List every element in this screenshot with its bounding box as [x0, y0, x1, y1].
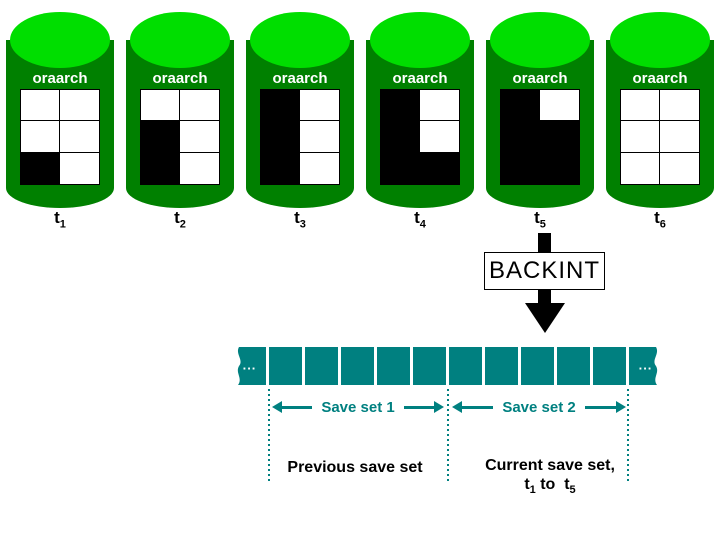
fill-state-grid — [380, 89, 460, 185]
grid-cell — [261, 152, 300, 184]
tape-segment — [269, 347, 302, 385]
grid-cell — [21, 152, 60, 184]
volume-label: oraarch — [392, 70, 448, 87]
cylinder-top — [490, 12, 590, 68]
cylinder-top — [610, 12, 710, 68]
fill-state-grid — [20, 89, 100, 185]
previous-save-set-caption: Previous save set — [287, 459, 423, 476]
volume-label: oraarch — [152, 70, 208, 87]
grid-cell — [60, 121, 99, 153]
disk-cylinder-t2: oraarch t2 — [125, 12, 235, 234]
grid-cell — [540, 121, 579, 153]
grid-cell — [180, 152, 219, 184]
disk-cylinder-t1: oraarch t1 — [5, 12, 115, 234]
volume-label: oraarch — [632, 70, 688, 87]
fill-state-grid — [260, 89, 340, 185]
grid-cell — [21, 90, 60, 122]
grid-cell — [501, 90, 540, 122]
grid-cell — [141, 90, 180, 122]
grid-cell — [21, 121, 60, 153]
ellipsis-label: ... — [638, 357, 653, 373]
time-label: t1 — [54, 208, 66, 231]
volume-label: oraarch — [512, 70, 568, 87]
grid-cell — [660, 121, 699, 153]
grid-cell — [141, 152, 180, 184]
arrow-right-icon — [616, 401, 627, 413]
tape-strip: ...... — [233, 347, 662, 385]
backint-arrowhead-icon — [525, 303, 565, 333]
grid-cell — [420, 121, 459, 153]
grid-cell — [60, 90, 99, 122]
grid-cell — [420, 90, 459, 122]
grid-cell — [60, 152, 99, 184]
backint-box: BACKINT — [484, 252, 605, 290]
save-set-1-span: Save set 1 — [272, 398, 445, 416]
time-range: t1 to t5 — [524, 476, 576, 497]
grid-cell — [381, 121, 420, 153]
cylinder-top — [370, 12, 470, 68]
grid-cell — [381, 152, 420, 184]
cylinder-top — [10, 12, 110, 68]
saveset-boundary-right — [627, 389, 629, 481]
volume-label: oraarch — [32, 70, 88, 87]
grid-cell — [300, 152, 339, 184]
tape-end-left: ... — [233, 347, 266, 385]
arrow-right-icon — [434, 401, 445, 413]
ellipsis-label: ... — [242, 357, 257, 373]
grid-cell — [180, 121, 219, 153]
save-set-2-label: Save set 2 — [502, 398, 576, 416]
grid-cell — [540, 152, 579, 184]
grid-cell — [261, 121, 300, 153]
tape-segment — [305, 347, 338, 385]
arrow-left-icon — [452, 401, 462, 413]
grid-cell — [660, 90, 699, 122]
grid-cell — [300, 121, 339, 153]
disk-cylinder-t3: oraarch t3 — [245, 12, 355, 234]
grid-cell — [420, 152, 459, 184]
disk-cylinder-t4: oraarch t4 — [365, 12, 475, 234]
volume-label: oraarch — [272, 70, 328, 87]
grid-cell — [381, 90, 420, 122]
disk-cylinder-t6: oraarch t6 — [605, 12, 715, 234]
tape-segment — [341, 347, 374, 385]
cylinder-top — [250, 12, 350, 68]
grid-cell — [621, 121, 660, 153]
current-save-set-caption: Current save set, t1 to t5 — [465, 456, 635, 500]
tape-segment — [377, 347, 410, 385]
save-set-2-span: Save set 2 — [452, 398, 627, 416]
disk-cylinder-t5: oraarch t5 — [485, 12, 595, 234]
tape-segment — [557, 347, 590, 385]
saveset-boundary-left — [268, 389, 270, 481]
grid-cell — [621, 90, 660, 122]
cylinder-top — [130, 12, 230, 68]
tape-segment — [593, 347, 626, 385]
grid-cell — [300, 90, 339, 122]
grid-cell — [501, 152, 540, 184]
time-label: t4 — [414, 208, 426, 231]
backint-label: BACKINT — [488, 257, 600, 284]
save-set-1-label: Save set 1 — [321, 398, 395, 416]
grid-cell — [540, 90, 579, 122]
tape-segment — [413, 347, 446, 385]
grid-cell — [261, 90, 300, 122]
grid-cell — [621, 152, 660, 184]
arrow-left-icon — [272, 401, 282, 413]
fill-state-grid — [140, 89, 220, 185]
tape-end-right: ... — [629, 347, 662, 385]
time-label: t6 — [654, 208, 666, 231]
grid-cell — [141, 121, 180, 153]
tape-segment — [449, 347, 482, 385]
saveset-boundary-middle — [447, 389, 449, 481]
fill-state-grid — [500, 89, 580, 185]
tape-segment — [521, 347, 554, 385]
current-save-set-line1: Current save set, — [485, 457, 615, 474]
tape-segment — [485, 347, 518, 385]
fill-state-grid — [620, 89, 700, 185]
grid-cell — [660, 152, 699, 184]
time-label: t5 — [534, 208, 546, 231]
time-label: t3 — [294, 208, 306, 231]
grid-cell — [501, 121, 540, 153]
time-label: t2 — [174, 208, 186, 231]
grid-cell — [180, 90, 219, 122]
